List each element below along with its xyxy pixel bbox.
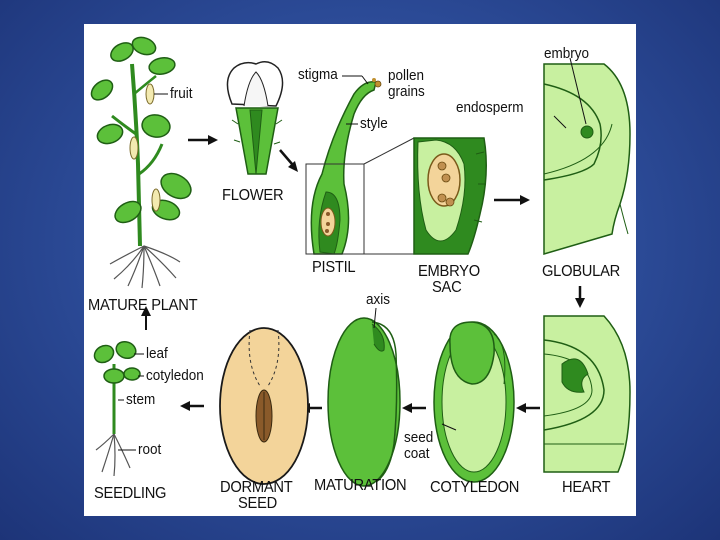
life-cycle-diagram	[90, 36, 631, 487]
part-label-root: root	[138, 441, 162, 458]
part-label-seed-coat-line1: seed	[404, 429, 434, 446]
part-label-endosperm: endosperm	[456, 99, 524, 116]
part-label-cotyledon: cotyledon	[146, 367, 204, 384]
cotyledon-illustration	[433, 321, 515, 483]
flower-illustration	[226, 61, 284, 175]
diagram-canvas: MATURE PLANT FLOWER PISTIL EMBRYO SAC GL…	[84, 24, 636, 516]
arrow-to-heart	[575, 298, 585, 308]
stage-label-heart: HEART	[562, 479, 611, 496]
part-label-embryo: embryo	[544, 45, 590, 62]
heart-illustration	[543, 315, 631, 473]
part-label-axis: axis	[366, 291, 391, 308]
seedling-illustration	[93, 340, 144, 477]
part-label-stem: stem	[126, 391, 156, 408]
arrow-to-globular	[520, 195, 530, 205]
stage-label-cotyledon: COTYLEDON	[430, 479, 520, 496]
stage-label-embryo-sac-line2: SAC	[432, 279, 462, 296]
maturation-illustration	[327, 307, 401, 487]
arrow-to-cotyledon	[516, 403, 526, 413]
stage-label-flower: FLOWER	[222, 187, 284, 204]
stage-label-maturation: MATURATION	[314, 477, 407, 494]
dormant-seed-illustration	[219, 327, 309, 485]
embryo-sac-illustration	[413, 137, 487, 255]
globular-illustration	[543, 57, 631, 256]
arrow-to-maturation	[402, 403, 412, 413]
stage-label-dormant-seed-line1: DORMANT	[220, 479, 293, 496]
part-label-seed-coat-line2: coat	[404, 445, 430, 462]
stage-label-globular: GLOBULAR	[542, 263, 620, 280]
part-label-fruit: fruit	[170, 85, 193, 102]
pistil-illustration	[305, 75, 415, 255]
part-label-pollen-line2: grains	[388, 83, 425, 100]
stage-label-mature-plant: MATURE PLANT	[88, 297, 198, 314]
arrow-to-pistil	[288, 161, 298, 172]
part-label-stigma: stigma	[298, 66, 338, 83]
part-label-style: style	[360, 115, 388, 132]
stage-label-pistil: PISTIL	[312, 259, 356, 276]
stage-label-dormant-seed-line2: SEED	[238, 495, 277, 512]
part-label-pollen-line1: pollen	[388, 67, 425, 84]
stage-label-seedling: SEEDLING	[94, 485, 167, 502]
stage-label-embryo-sac-line1: EMBRYO	[418, 263, 480, 280]
mature-plant-illustration	[90, 36, 192, 289]
part-label-leaf: leaf	[146, 345, 168, 362]
arrow-to-seedling	[180, 401, 190, 411]
arrow-up-head	[141, 306, 151, 316]
